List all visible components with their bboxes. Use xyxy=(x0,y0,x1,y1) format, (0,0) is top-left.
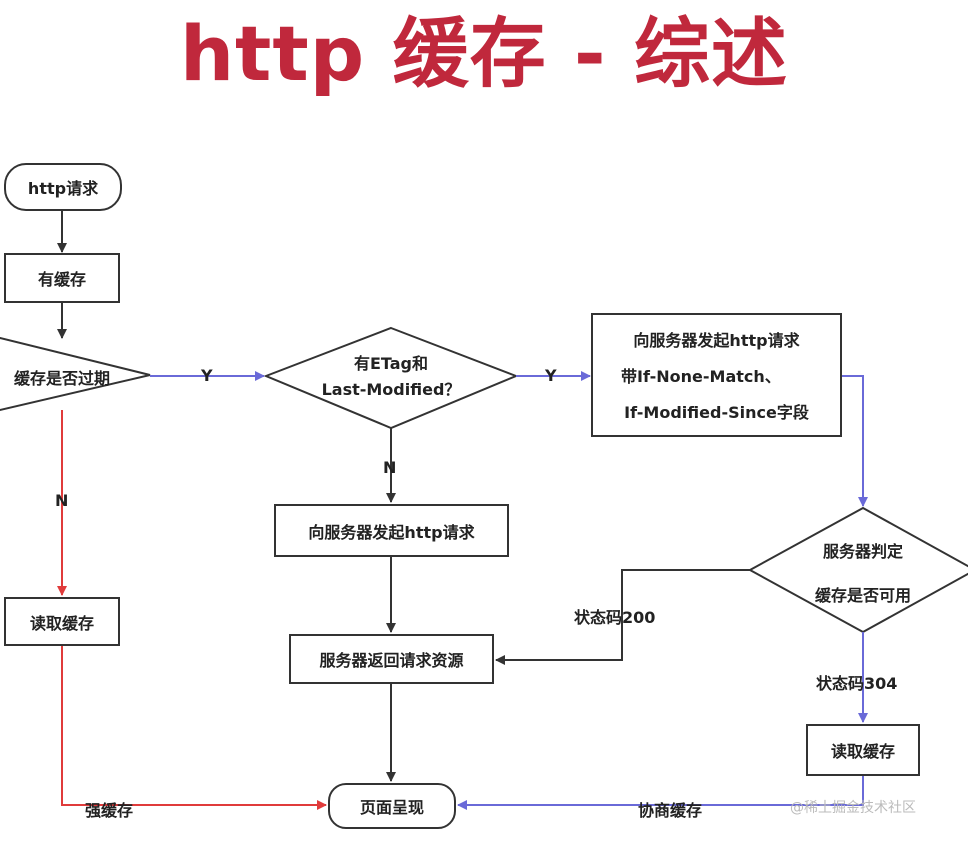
node-page-render-label: 页面呈现 xyxy=(359,798,424,817)
page-title: http 缓存 - 综述 xyxy=(179,9,789,98)
node-server-return-label: 服务器返回请求资源 xyxy=(319,651,464,670)
decision-server-decide-label-1: 服务器判定 xyxy=(822,542,903,561)
node-request-with-headers: 向服务器发起http请求 带If-None-Match、 If-Modified… xyxy=(591,313,842,437)
node-request-plain-label: 向服务器发起http请求 xyxy=(308,522,475,542)
edge-label-no-2: N xyxy=(383,458,397,477)
edge-label-status-304: 状态码304 xyxy=(816,674,898,693)
edge-label-yes-2: Y xyxy=(545,366,557,385)
node-request-plain: 向服务器发起http请求 xyxy=(274,504,509,557)
arrow-negotiated-cache xyxy=(457,776,864,810)
arrow-strong-cache xyxy=(61,646,327,810)
node-has-cache-label: 有缓存 xyxy=(37,270,86,289)
node-page-render: 页面呈现 xyxy=(328,783,456,829)
decision-server-decide-label-2: 缓存是否可用 xyxy=(814,586,911,605)
node-read-cache-right-label: 读取缓存 xyxy=(830,742,895,761)
arrow-req-headers-to-decide xyxy=(842,375,868,507)
edge-label-status-200: 状态码200 xyxy=(574,608,656,627)
decision-server-decide xyxy=(747,506,968,634)
request-headers-line-3: If-Modified-Since字段 xyxy=(624,403,809,422)
node-http-request: http请求 xyxy=(4,163,122,211)
arrow-status-200 xyxy=(495,569,750,665)
node-http-request-label: http请求 xyxy=(27,179,99,198)
decision-cache-expired xyxy=(0,336,151,412)
edge-label-strong-cache: 强缓存 xyxy=(85,801,134,820)
request-headers-line-2: 带If-None-Match、 xyxy=(621,367,781,386)
node-read-cache-left-label: 读取缓存 xyxy=(29,613,94,633)
decision-has-etag-label-1: 有ETag和 xyxy=(353,354,429,373)
node-read-cache-right: 读取缓存 xyxy=(806,724,920,776)
decision-has-etag-label-2: Last-Modified？ xyxy=(321,380,461,399)
node-read-cache-left: 读取缓存 xyxy=(4,597,120,646)
edge-label-no-1: N xyxy=(55,491,69,510)
decision-cache-expired-label: 缓存是否过期 xyxy=(13,369,110,388)
watermark: @稀土掘金技术社区 xyxy=(790,800,916,816)
edge-label-yes-1: Y xyxy=(201,366,213,385)
request-headers-line-1: 向服务器发起http请求 xyxy=(633,331,800,350)
edge-label-negotiated-cache: 协商缓存 xyxy=(638,801,703,820)
node-server-return: 服务器返回请求资源 xyxy=(289,634,494,684)
node-has-cache: 有缓存 xyxy=(4,253,120,303)
